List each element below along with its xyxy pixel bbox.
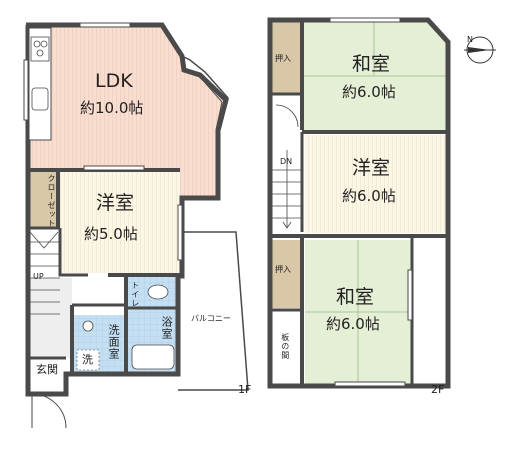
western-room-2f-floor	[305, 135, 446, 233]
washbasin-icon	[82, 320, 94, 332]
outer-wall-2f	[267, 17, 451, 389]
washer-label: 洗	[82, 353, 93, 366]
washroom-label: 洗面室	[107, 324, 121, 360]
balcony-label: バルコニー	[191, 314, 231, 323]
entrance-floor	[28, 358, 66, 394]
japanese-room-bottom-label: 和室	[336, 286, 375, 308]
bathtub-icon	[131, 344, 175, 370]
oshiire-bottom-label: 押入	[275, 265, 291, 274]
stove-icon	[30, 36, 50, 62]
western-room-2f-size: 約6.0帖	[342, 187, 396, 205]
ldk-floor	[27, 26, 225, 198]
floor-label-2f: 2F	[431, 383, 445, 396]
western-room-1f-label: 洋室	[96, 192, 135, 214]
japanese-room-top-size: 約6.0帖	[342, 83, 396, 101]
itanoma-label: 板の間	[280, 332, 290, 360]
western-room-1f-size: 約5.0帖	[84, 225, 138, 243]
stairs-steps-2f	[272, 150, 302, 229]
bath-label: 浴室	[160, 316, 174, 340]
western-room-2f-label: 洋室	[352, 157, 391, 179]
entrance-label: 玄関	[36, 363, 58, 376]
japanese-room-bottom-size: 約6.0帖	[326, 315, 380, 333]
balcony-outline	[178, 231, 249, 391]
second-floor	[267, 17, 451, 389]
sink-icon	[31, 87, 49, 111]
toilet-icon	[147, 284, 169, 300]
stairs-steps-1f	[28, 231, 60, 315]
hall-1f	[28, 278, 72, 358]
stairs-down-label: DN	[280, 157, 293, 166]
closet-floor	[28, 170, 58, 228]
first-floor	[23, 22, 249, 429]
japanese-room-top-label: 和室	[352, 53, 391, 75]
western-room-1f-floor	[60, 170, 180, 273]
stairs-up-label: UP	[33, 272, 44, 281]
compass-label: N	[467, 35, 473, 44]
ldk-label: LDK	[95, 70, 133, 92]
ldk-size: 約10.0帖	[80, 99, 144, 117]
compass-icon	[464, 36, 496, 64]
oshiire-top-label: 押入	[275, 54, 291, 63]
toilet-label: トイレ	[130, 281, 140, 308]
outer-wall-1f	[25, 22, 229, 397]
entrance-door	[31, 393, 67, 429]
closet-label: クローゼット	[47, 174, 56, 228]
washer-area	[76, 349, 100, 371]
floor-label-1f: 1F	[238, 383, 252, 396]
